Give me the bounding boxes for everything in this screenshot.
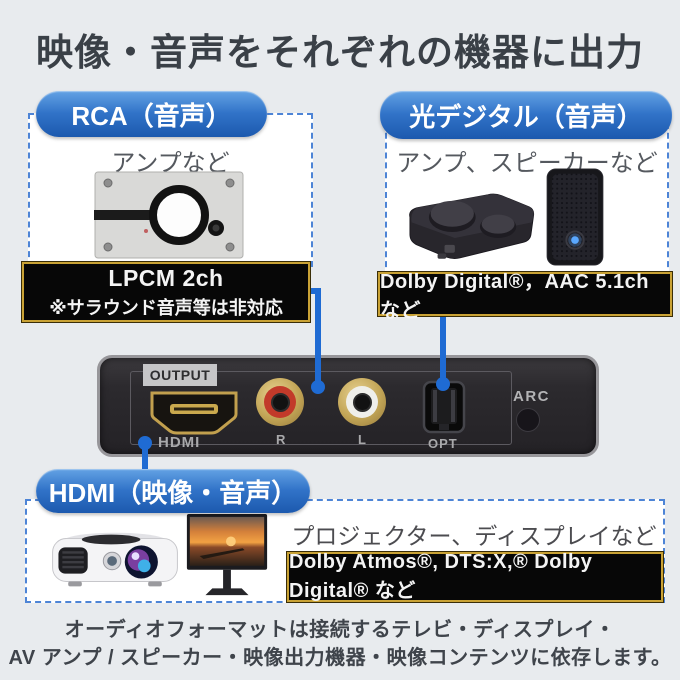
optical-amplifier-image — [403, 177, 537, 267]
rca-jack-red-icon — [256, 378, 304, 426]
rca-connector-dot — [311, 380, 325, 394]
display-image — [185, 513, 269, 603]
hdmi-port-label: HDMI — [158, 434, 201, 451]
rca-jack-white-icon — [338, 378, 386, 426]
optical-device-caption: アンプ、スピーカーなど — [396, 150, 658, 177]
rca-section-box: アンプなど — [28, 113, 313, 267]
output-label: OUTPUT — [143, 364, 217, 386]
rca-amplifier-image — [94, 171, 244, 259]
converter-rear-panel: OUTPUT HDMI R L OPT ARC — [97, 355, 599, 457]
arc-label: ARC — [513, 388, 550, 405]
rca-connector-line-vertical — [315, 288, 321, 387]
optical-connector-line — [440, 310, 446, 384]
rca-left-label: L — [358, 432, 366, 447]
hdmi-port-icon — [148, 390, 240, 436]
optical-connector-dot — [436, 377, 450, 391]
optical-port-label: OPT — [428, 436, 458, 451]
panel-outline — [130, 371, 512, 445]
rca-format-line2: ※サラウンド音声等は非対応 — [49, 297, 283, 318]
hdmi-connector-line — [142, 441, 148, 478]
hdmi-format-text: Dolby Atmos®, DTS:X,® Dolby Digital® など — [289, 551, 593, 602]
footer-note-line2: AV アンプ / スピーカー・映像出力機器・映像コンテンツに依存します。 — [8, 647, 672, 669]
rca-right-label: R — [276, 432, 286, 447]
rca-label-pill: RCA（音声） — [36, 91, 267, 137]
optical-format-box: Dolby Digital®，AAC 5.1ch など — [378, 271, 672, 322]
rca-format-line1: LPCM 2ch — [108, 264, 224, 291]
optical-label-pill: 光デジタル（音声） — [380, 91, 672, 139]
optical-section-box: アンプ、スピーカーなど — [385, 113, 669, 277]
page-title: 映像・音声をそれぞれの機器に出力 — [36, 32, 644, 73]
footer-note-line1: オーディオフォーマットは接続するテレビ・ディスプレイ・ — [64, 619, 616, 641]
hdmi-device-caption: プロジェクター、ディスプレイなど — [291, 523, 657, 549]
arc-button-icon — [516, 408, 540, 432]
hdmi-format-box: Dolby Atmos®, DTS:X,® Dolby Digital® など — [287, 551, 663, 602]
optical-port-icon — [422, 380, 466, 434]
projector-image — [45, 521, 185, 599]
optical-speaker-image — [545, 167, 605, 267]
hdmi-label-pill: HDMI（映像・音声） — [36, 469, 310, 513]
rca-format-box: LPCM 2ch ※サラウンド音声等は非対応 — [22, 262, 310, 322]
rca-connector-line-horizontal — [304, 288, 321, 294]
optical-format-text: Dolby Digital®，AAC 5.1ch など — [380, 271, 649, 322]
